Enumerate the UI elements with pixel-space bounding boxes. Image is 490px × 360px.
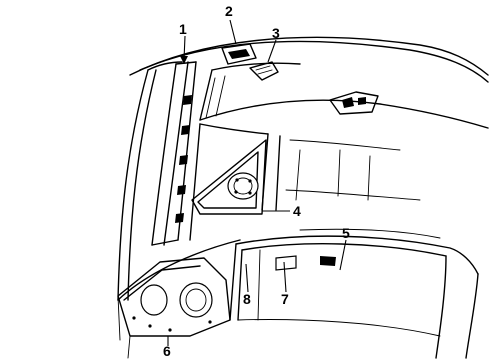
- roof-side-bracket: [329, 91, 379, 115]
- callout-7: 7: [281, 291, 289, 307]
- callout-6: 6: [163, 343, 171, 359]
- door-opening: [189, 123, 441, 241]
- leader-lines: [167, 19, 347, 346]
- pillar-trim-part-1: [151, 61, 197, 246]
- bracket-part-3: [249, 61, 279, 81]
- body-frame: [117, 61, 241, 301]
- molding-part-2: [221, 43, 257, 65]
- callout-8: 8: [243, 291, 251, 307]
- callout-5: 5: [342, 225, 350, 241]
- callout-4: 4: [293, 203, 301, 219]
- roof-panel: [129, 36, 489, 129]
- callout-labels: 1 2 3 4 5 6 7 8: [163, 3, 350, 359]
- callout-1: 1: [179, 21, 187, 37]
- quarter-trim-part-4: [191, 139, 267, 215]
- callout-3: 3: [272, 25, 280, 41]
- callout-2: 2: [225, 3, 233, 19]
- rear-trim-parts-5-7-8: [229, 235, 479, 359]
- lower-trim-part-6: [117, 257, 231, 359]
